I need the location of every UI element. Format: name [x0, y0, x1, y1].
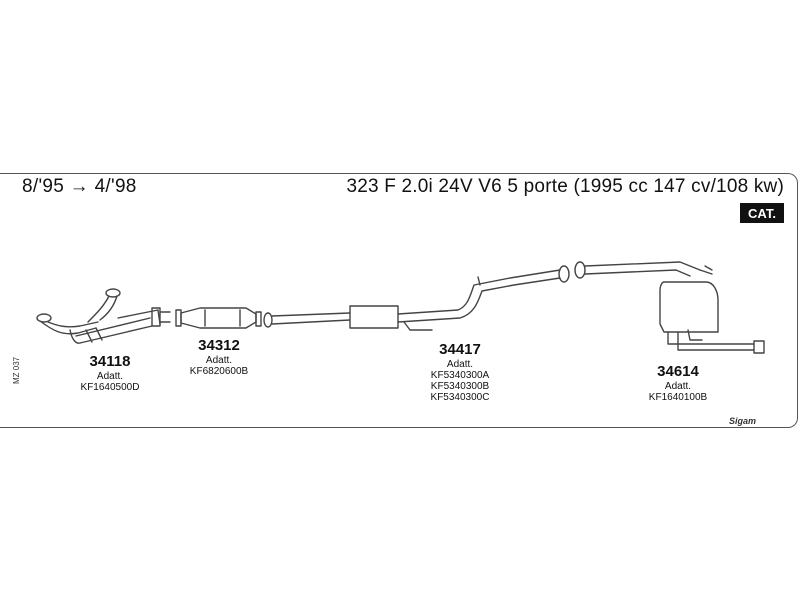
part-code: KF5340300A [430, 369, 490, 381]
part-34118-label: 34118 Adatt. KF1640500D [70, 353, 150, 393]
part-number: 34614 [657, 363, 699, 380]
exhaust-manifold-part [36, 288, 171, 344]
model-title: 323 F 2.0i 24V V6 5 porte (1995 cc 147 c… [346, 176, 784, 197]
part-number: 34417 [439, 341, 481, 358]
adatt-label: Adatt. [205, 354, 233, 366]
part-34417-label: 34417 Adatt. KF5340300A KF5340300B KF534… [419, 341, 501, 404]
adatt-label: Adatt. [96, 370, 124, 382]
part-code: KF1640500D [80, 381, 140, 393]
part-code: KF5340300C [430, 392, 490, 404]
part-34614-label: 34614 Adatt. KF1640100B [638, 363, 718, 403]
rear-silencer-part [574, 261, 765, 354]
adatt-label: Adatt. [664, 380, 692, 392]
part-number: 34118 [89, 353, 131, 370]
intermediate-pipe-part [263, 265, 570, 331]
catalytic-converter-part [175, 307, 262, 329]
cat-badge: CAT. [740, 203, 784, 223]
part-34312-label: 34312 Adatt. KF6820600B [178, 337, 260, 377]
part-code: KF1640100B [648, 391, 708, 403]
part-code: KF5340300B [430, 381, 490, 393]
brand-logo: Sigam [729, 416, 757, 426]
diagram-frame [0, 173, 798, 428]
date-range: 8/'95 → 4/'98 [22, 176, 137, 197]
part-code: KF6820600B [189, 365, 249, 377]
side-code: MZ 037 [12, 356, 21, 384]
part-number: 34312 [198, 337, 240, 354]
adatt-label: Adatt. [446, 358, 474, 370]
